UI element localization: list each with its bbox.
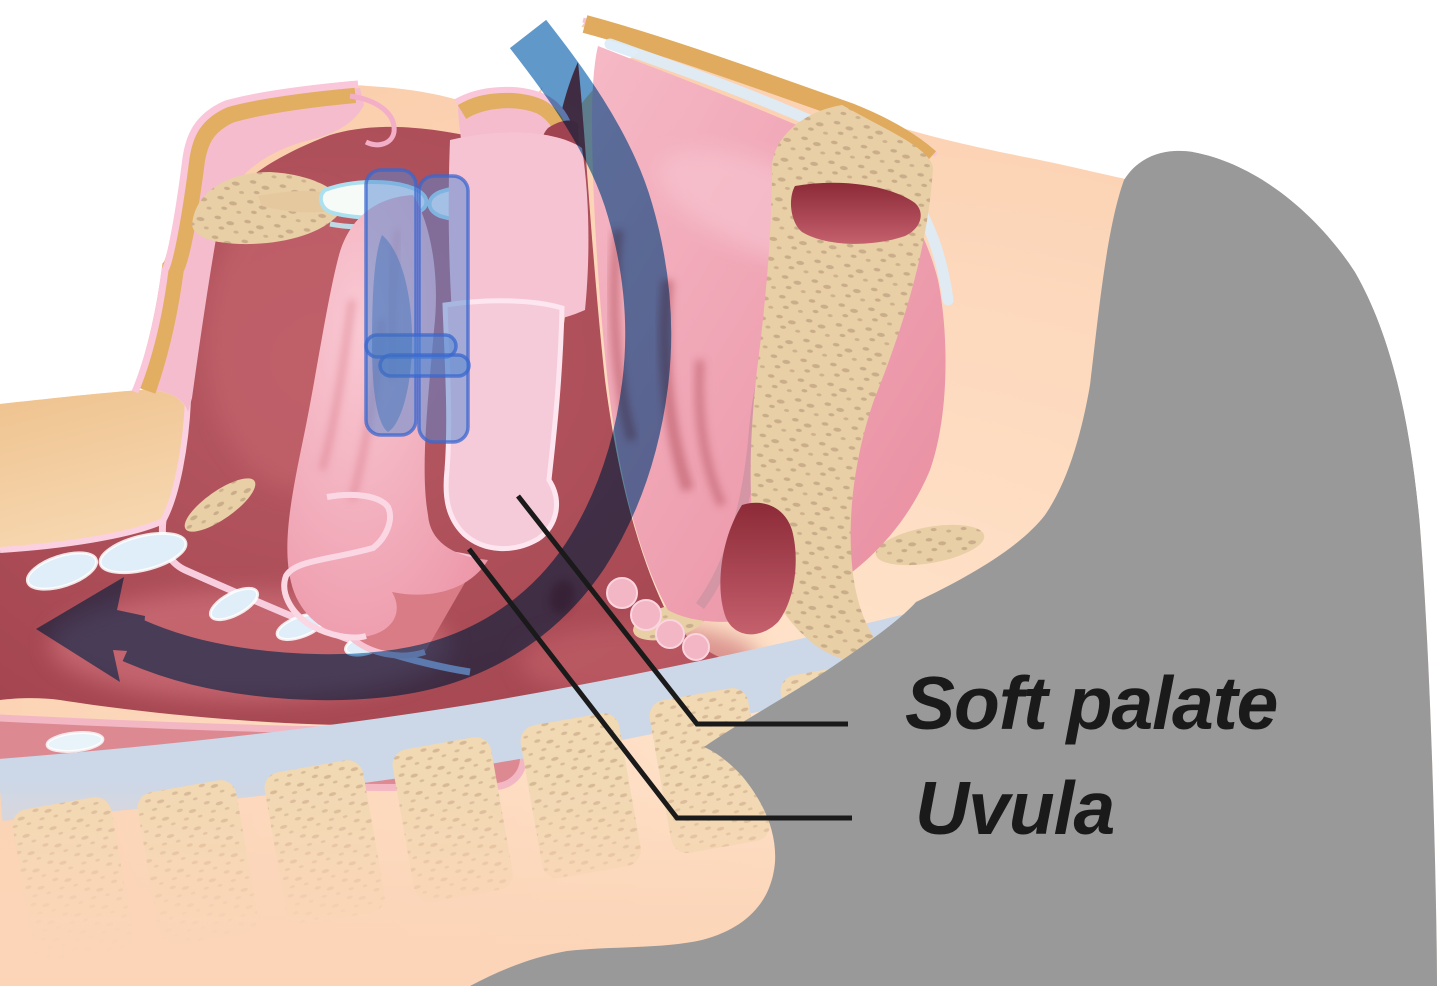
tongue-base-outline <box>281 491 394 641</box>
airflow-arrow <box>36 19 672 701</box>
lip-curl <box>349 93 397 148</box>
soft-palate-label: Soft palate <box>905 661 1277 745</box>
oral-device <box>364 168 471 444</box>
anatomy-cutaway <box>0 15 1169 986</box>
skull-base-bone <box>720 105 933 665</box>
cartilage-highlight <box>45 731 105 753</box>
hair-silhouette <box>470 150 1437 986</box>
jaw-angle-bone <box>875 524 985 566</box>
chin-tissue <box>0 390 187 550</box>
hyoid-bone <box>184 478 256 532</box>
upper-jaw-bone <box>192 172 338 245</box>
lower-sinus-cavity <box>720 502 796 635</box>
uvula-label: Uvula <box>915 766 1114 850</box>
turbinate-fold <box>694 359 727 507</box>
chin-outline <box>0 399 191 553</box>
upper-tooth-root <box>258 191 330 213</box>
background-corner <box>1193 0 1440 930</box>
soft-palate-leader-line <box>516 494 848 727</box>
tongue-tip-through-device <box>372 235 412 432</box>
adenoid-bumps <box>606 577 710 661</box>
soft-palate-and-uvula <box>442 298 565 551</box>
uvula-leader-line <box>467 547 852 821</box>
laryngeal-cartilage <box>25 531 386 657</box>
lip-subcutaneous-band <box>134 81 357 394</box>
lip-outline <box>131 80 359 394</box>
airflow-arrowhead <box>36 577 145 682</box>
sphenoid-sinus <box>790 182 921 244</box>
airflow-path <box>122 19 672 701</box>
hard-palate-flesh <box>448 132 589 326</box>
